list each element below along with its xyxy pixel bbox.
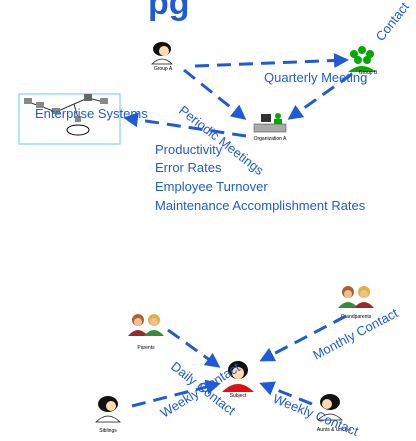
siblings-icon [95,396,121,423]
group-b-label: Group B [359,70,378,76]
edge-group-a-organization [183,68,247,120]
aunts-uncles-label: Aunts & Uncles [317,427,352,433]
group-a-label: Group A [154,66,173,72]
metric-maintenance-rates: Maintenance Accomplishment Rates [155,198,366,213]
edge-siblings-subject [131,379,221,408]
edge-aunts-uncles-subject [259,381,313,406]
group-a-icon [151,42,173,65]
parents-label: Parents [137,345,155,351]
subject-icon [222,361,254,392]
metrics-list: Productivity Error Rates Employee Turnov… [155,142,366,213]
siblings-label: Siblings [99,428,117,434]
edge-organization-enterprise [123,112,247,138]
edge-group-b-organization [287,72,353,120]
edge-parents-subject [167,328,221,368]
edge-group-a-group-b [194,52,349,68]
grandparents-icon [338,286,374,308]
metric-employee-turnover: Employee Turnover [155,179,268,194]
organization-a-label: Organization A [254,136,287,142]
contacts-fragment-label: Contact [373,0,413,44]
aunts-uncles-icon [317,394,343,421]
quarterly-meeting-label: Quarterly Meeting [264,70,367,85]
metric-error-rates: Error Rates [155,160,222,175]
network-icon [24,94,108,136]
enterprise-systems-label: Enterprise Systems [35,106,148,121]
parents-icon [128,314,164,336]
organization-a-icon [253,113,287,133]
metric-productivity: Productivity [155,142,223,157]
title-fragment: pg [148,0,190,22]
edge-grandparents-subject [259,314,347,362]
subject-label: Subject [230,393,247,399]
group-b-icon [348,46,376,72]
grandparents-label: Grandparents [341,314,372,320]
